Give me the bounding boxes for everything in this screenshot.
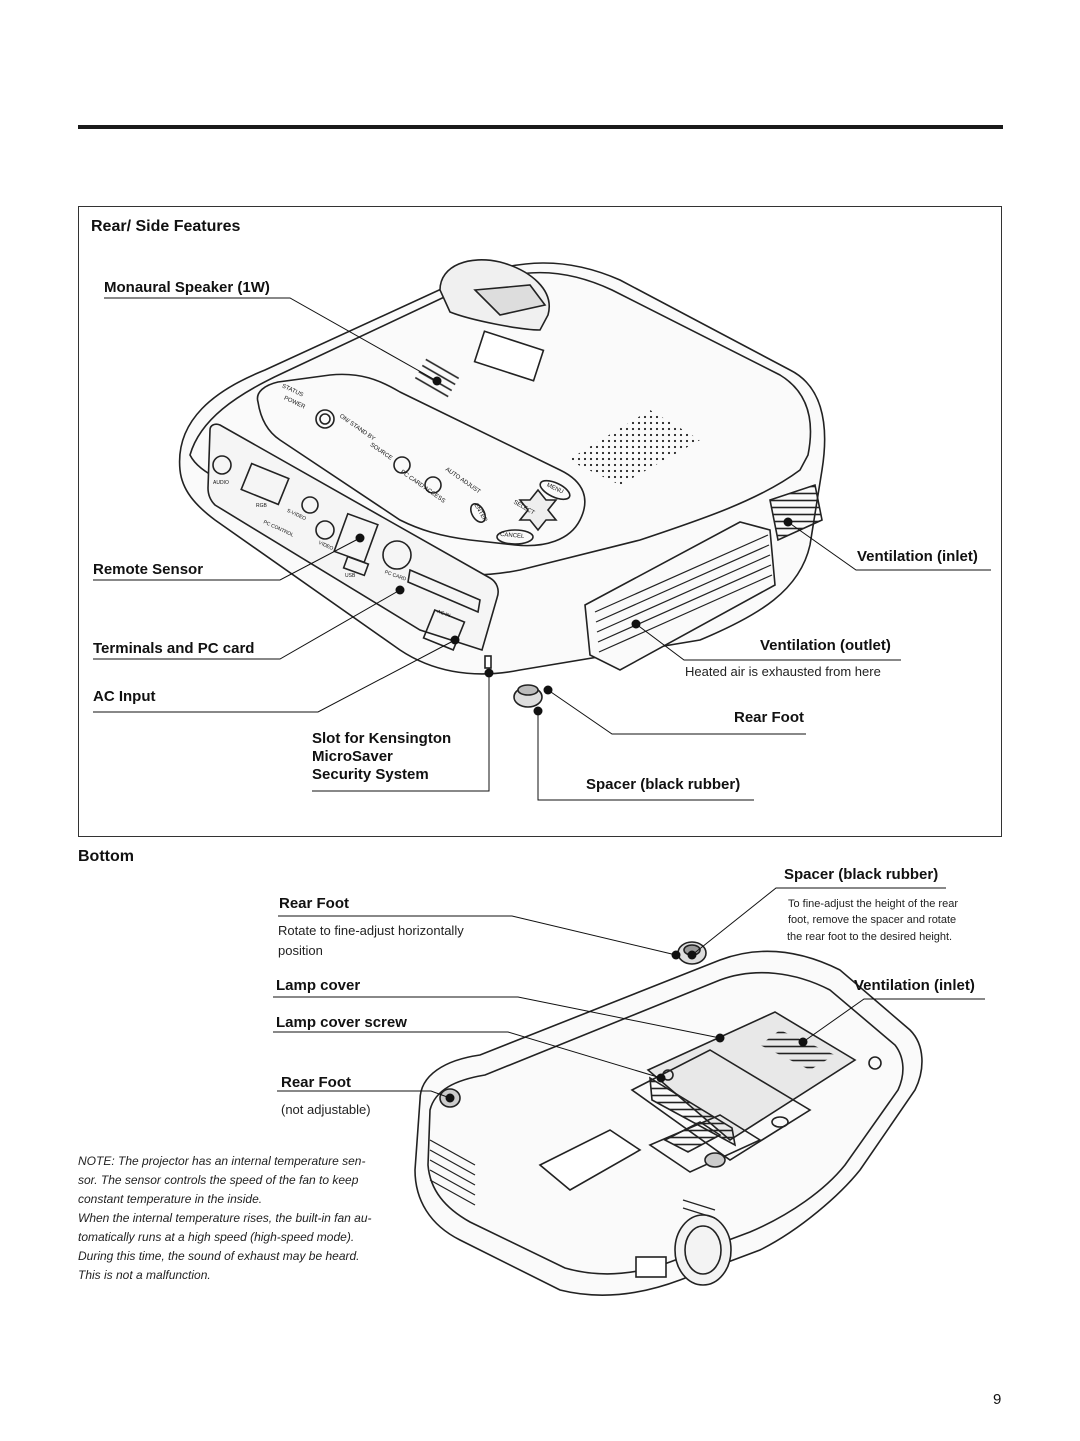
rear-side-heading: Rear/ Side Features <box>91 218 241 235</box>
label-bottom-ventilation-inlet: Ventilation (inlet) <box>854 977 975 994</box>
rear-foot-fixed-note: (not adjustable) <box>281 1102 371 1117</box>
spacer-note-3: the rear foot to the desired height. <box>787 931 953 943</box>
label-kensington-1: Slot for Kensington <box>312 730 452 747</box>
temperature-note: NOTE: The projector has an internal temp… <box>78 1152 398 1285</box>
note-line-7: This is not a malfunction. <box>78 1268 211 1282</box>
spacer-note-1: To fine-adjust the height of the rear <box>788 898 958 910</box>
bottom-heading: Bottom <box>78 848 134 865</box>
bottom-callouts <box>273 887 985 1099</box>
label-spacer: Spacer (black rubber) <box>586 776 741 793</box>
page-number: 9 <box>993 1391 1002 1408</box>
label-kensington-3: Security System <box>312 766 429 783</box>
label-rear-foot-fixed: Rear Foot <box>281 1074 352 1091</box>
panel-label-audio: AUDIO <box>213 480 229 486</box>
panel-label-usb: USB <box>345 573 356 579</box>
note-line-1: NOTE: The projector has an internal temp… <box>78 1154 366 1168</box>
label-rear-foot-adjustable: Rear Foot <box>279 895 350 912</box>
label-terminals-pc-card: Terminals and PC card <box>93 640 255 657</box>
top-rule <box>78 125 1003 129</box>
rear-callouts <box>93 297 991 801</box>
note-line-6: During this time, the sound of exhaust m… <box>78 1249 360 1263</box>
label-lamp-cover-screw: Lamp cover screw <box>276 1014 407 1031</box>
rear-foot-adj-note-2: position <box>278 943 323 958</box>
label-monaural-speaker: Monaural Speaker (1W) <box>104 279 270 296</box>
ventilation-outlet-note: Heated air is exhausted from here <box>685 664 881 679</box>
panel-label-rgb: RGB <box>256 503 267 509</box>
note-line-2: sor. The sensor controls the speed of th… <box>78 1173 359 1187</box>
rear-foot-adj-note-1: Rotate to fine-adjust horizontally <box>278 923 464 938</box>
label-ventilation-outlet: Ventilation (outlet) <box>760 637 891 654</box>
label-ac-input: AC Input <box>93 688 156 705</box>
projector-rear-view <box>178 259 826 708</box>
note-line-5: tomatically runs at a high speed (high-s… <box>78 1230 355 1244</box>
rear-side-frame <box>78 206 1002 837</box>
note-line-4: When the internal temperature rises, the… <box>78 1211 372 1225</box>
label-rear-foot: Rear Foot <box>734 709 805 726</box>
note-line-3: constant temperature in the inside. <box>78 1192 263 1206</box>
spacer-note-2: foot, remove the spacer and rotate <box>788 914 957 926</box>
projector-bottom-view <box>414 941 923 1296</box>
label-bottom-spacer: Spacer (black rubber) <box>784 866 939 883</box>
label-lamp-cover: Lamp cover <box>276 977 361 994</box>
label-kensington-2: MicroSaver <box>312 748 393 765</box>
label-ventilation-inlet: Ventilation (inlet) <box>857 548 978 565</box>
label-remote-sensor: Remote Sensor <box>93 561 204 578</box>
